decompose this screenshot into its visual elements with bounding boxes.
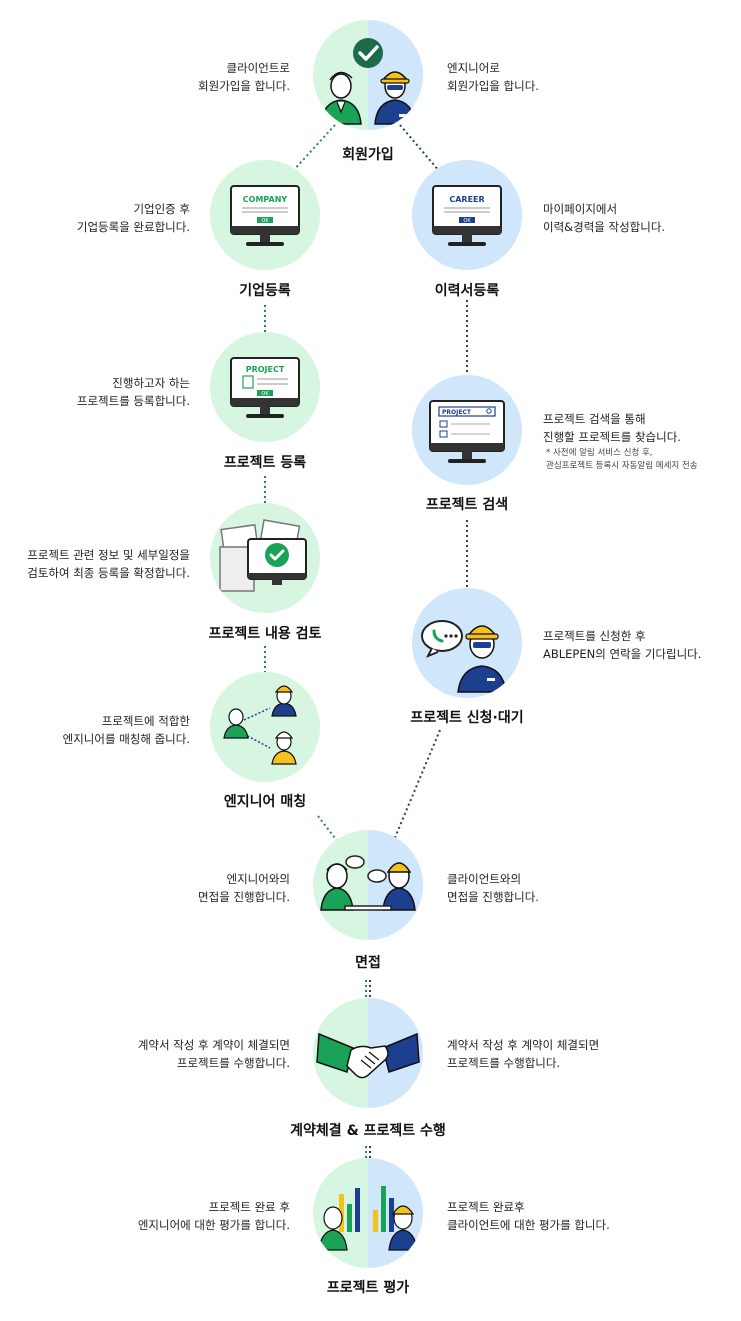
signup-title: 회원가입 xyxy=(342,147,394,163)
project-ok-label: OK xyxy=(261,391,269,397)
project-register-illustration: PROJECT OK xyxy=(210,332,320,442)
monitor-search-icon: PROJECT xyxy=(429,400,505,463)
evaluation-title: 프로젝트 평가 xyxy=(326,1280,410,1296)
project-search-desc: 프로젝트 검색을 통해 진행할 프로젝트를 찾습니다. xyxy=(543,412,681,444)
handshake-icon xyxy=(316,1032,420,1079)
project-apply-title: 프로젝트 신청·대기 xyxy=(410,710,524,726)
client-and-engineer-check-icon xyxy=(320,38,416,125)
project-register-desc: 진행하고자 하는 프로젝트를 등록합니다. xyxy=(76,376,190,408)
engineer-matching-illustration xyxy=(210,672,320,782)
engineer-chat-icon xyxy=(421,620,507,693)
project-apply-desc: 프로젝트를 신청한 후 ABLEPEN의 연락을 기다립니다. xyxy=(543,629,702,661)
company-register-desc: 기업인증 후 기업등록을 완료합니다. xyxy=(76,202,190,234)
contract-illustration xyxy=(313,998,423,1108)
interview-engineer-desc: 클라이언트와의 면접을 진행합니다. xyxy=(447,872,539,904)
project-review-desc: 프로젝트 관련 정보 및 세부일정을 검토하여 최종 등록을 확정합니다. xyxy=(27,548,190,580)
career-ok-label: OK xyxy=(463,218,471,224)
interview-illustration xyxy=(313,830,423,940)
contract-client-desc: 계약서 작성 후 계약이 체결되면 프로젝트를 수행합니다. xyxy=(137,1038,290,1070)
company-register-illustration: COMPANY OK xyxy=(210,160,320,270)
signup-client-desc: 클라이언트로 회원가입을 합니다. xyxy=(198,61,290,93)
monitor-career-icon: CAREER OK xyxy=(432,185,502,246)
contract-title: 계약체결 & 프로젝트 수행 xyxy=(290,1123,446,1139)
interview-title: 면접 xyxy=(355,955,381,971)
company-ok-label: OK xyxy=(261,218,269,224)
engineer-matching-title: 엔지니어 매칭 xyxy=(223,794,307,810)
monitor-project-icon: PROJECT OK xyxy=(230,357,300,418)
engineer-matching-desc: 프로젝트에 적합한 엔지니어를 매칭해 줍니다. xyxy=(62,714,190,746)
company-register-title: 기업등록 xyxy=(239,283,291,299)
evaluation-client-desc: 프로젝트 완료 후 엔지니어에 대한 평가를 합니다. xyxy=(137,1200,290,1232)
project-review-illustration xyxy=(210,503,320,613)
search-screen-label: PROJECT xyxy=(442,409,472,416)
interview-client-desc: 엔지니어와의 면접을 진행합니다. xyxy=(198,872,290,904)
documents-check-icon xyxy=(219,519,307,592)
evaluation-illustration xyxy=(313,1158,423,1268)
evaluation-engineer-desc: 프로젝트 완료후 클라이언트에 대한 평가를 합니다. xyxy=(447,1200,610,1232)
evaluation-chart-icon xyxy=(318,1186,418,1251)
resume-register-title: 이력서등록 xyxy=(434,283,500,299)
monitor-company-icon: COMPANY OK xyxy=(230,185,300,246)
project-register-title: 프로젝트 등록 xyxy=(223,455,307,471)
connector-apply-interview xyxy=(393,729,441,841)
project-search-illustration: PROJECT xyxy=(412,375,522,485)
signup-engineer-desc: 엔지니어로 회원가입을 합니다. xyxy=(447,61,539,93)
interview-speech-icon xyxy=(320,855,416,911)
contract-engineer-desc: 계약서 작성 후 계약이 체결되면 프로젝트를 수행합니다. xyxy=(447,1038,600,1070)
project-review-title: 프로젝트 내용 검토 xyxy=(208,626,322,642)
matching-people-icon xyxy=(223,685,297,765)
company-screen-label: COMPANY xyxy=(243,195,288,204)
project-search-note: * 사전에 알림 서비스 신청 후, 관심프로젝트 등록시 자동알림 메세지 전… xyxy=(546,448,698,471)
project-search-title: 프로젝트 검색 xyxy=(425,497,509,513)
project-apply-illustration xyxy=(412,588,522,698)
project-screen-label: PROJECT xyxy=(246,365,285,374)
resume-register-illustration: CAREER OK xyxy=(412,160,522,270)
signup-illustration xyxy=(313,20,423,130)
career-screen-label: CAREER xyxy=(449,195,484,204)
resume-register-desc: 마이페이지에서 이력&경력을 작성합니다. xyxy=(543,202,666,234)
